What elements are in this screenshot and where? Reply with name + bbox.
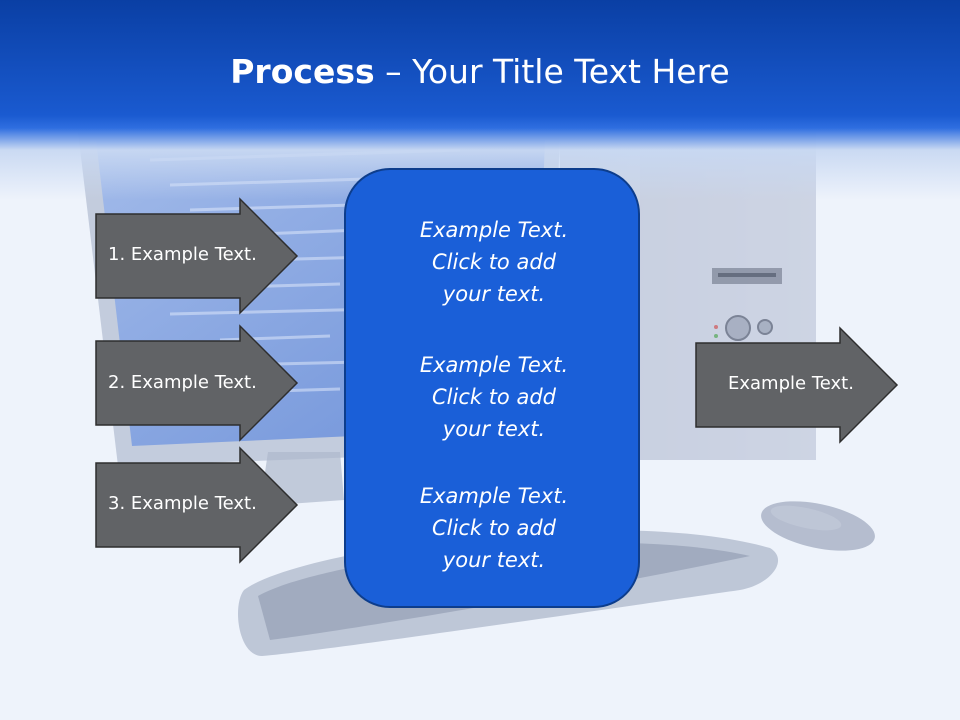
center-paragraph-3-line-3: your text. (442, 548, 546, 572)
center-text-box[interactable]: Example Text. Click to add your text. Ex… (344, 168, 640, 608)
left-arrow-1[interactable] (95, 197, 299, 315)
center-paragraph-2-line-3: your text. (442, 417, 546, 441)
right-arrow-label: Example Text. (728, 373, 854, 394)
mouse-illustration (761, 501, 875, 551)
center-paragraph-1: Example Text. Click to add your text. (346, 214, 642, 310)
left-arrow-3-label: 3. Example Text. (108, 493, 257, 514)
center-paragraph-2: Example Text. Click to add your text. (346, 349, 642, 445)
title-rest: – Your Title Text Here (374, 52, 730, 91)
center-paragraph-3-line-1: Example Text. (419, 484, 569, 508)
slide-title: Process – Your Title Text Here (0, 52, 960, 91)
center-paragraph-1-line-2: Click to add (431, 250, 556, 274)
center-paragraph-1-line-1: Example Text. (419, 218, 569, 242)
left-arrow-3[interactable] (95, 446, 299, 564)
title-bold: Process (230, 52, 375, 91)
center-paragraph-2-line-2: Click to add (431, 385, 556, 409)
right-arrow[interactable] (695, 326, 899, 444)
title-banner (0, 0, 960, 200)
left-arrow-1-label: 1. Example Text. (108, 244, 257, 265)
center-paragraph-1-line-3: your text. (442, 282, 546, 306)
center-paragraph-2-line-1: Example Text. (419, 353, 569, 377)
left-arrow-2[interactable] (95, 324, 299, 442)
center-paragraph-3-line-2: Click to add (431, 516, 556, 540)
left-arrow-2-label: 2. Example Text. (108, 372, 257, 393)
center-paragraph-3: Example Text. Click to add your text. (346, 480, 642, 576)
